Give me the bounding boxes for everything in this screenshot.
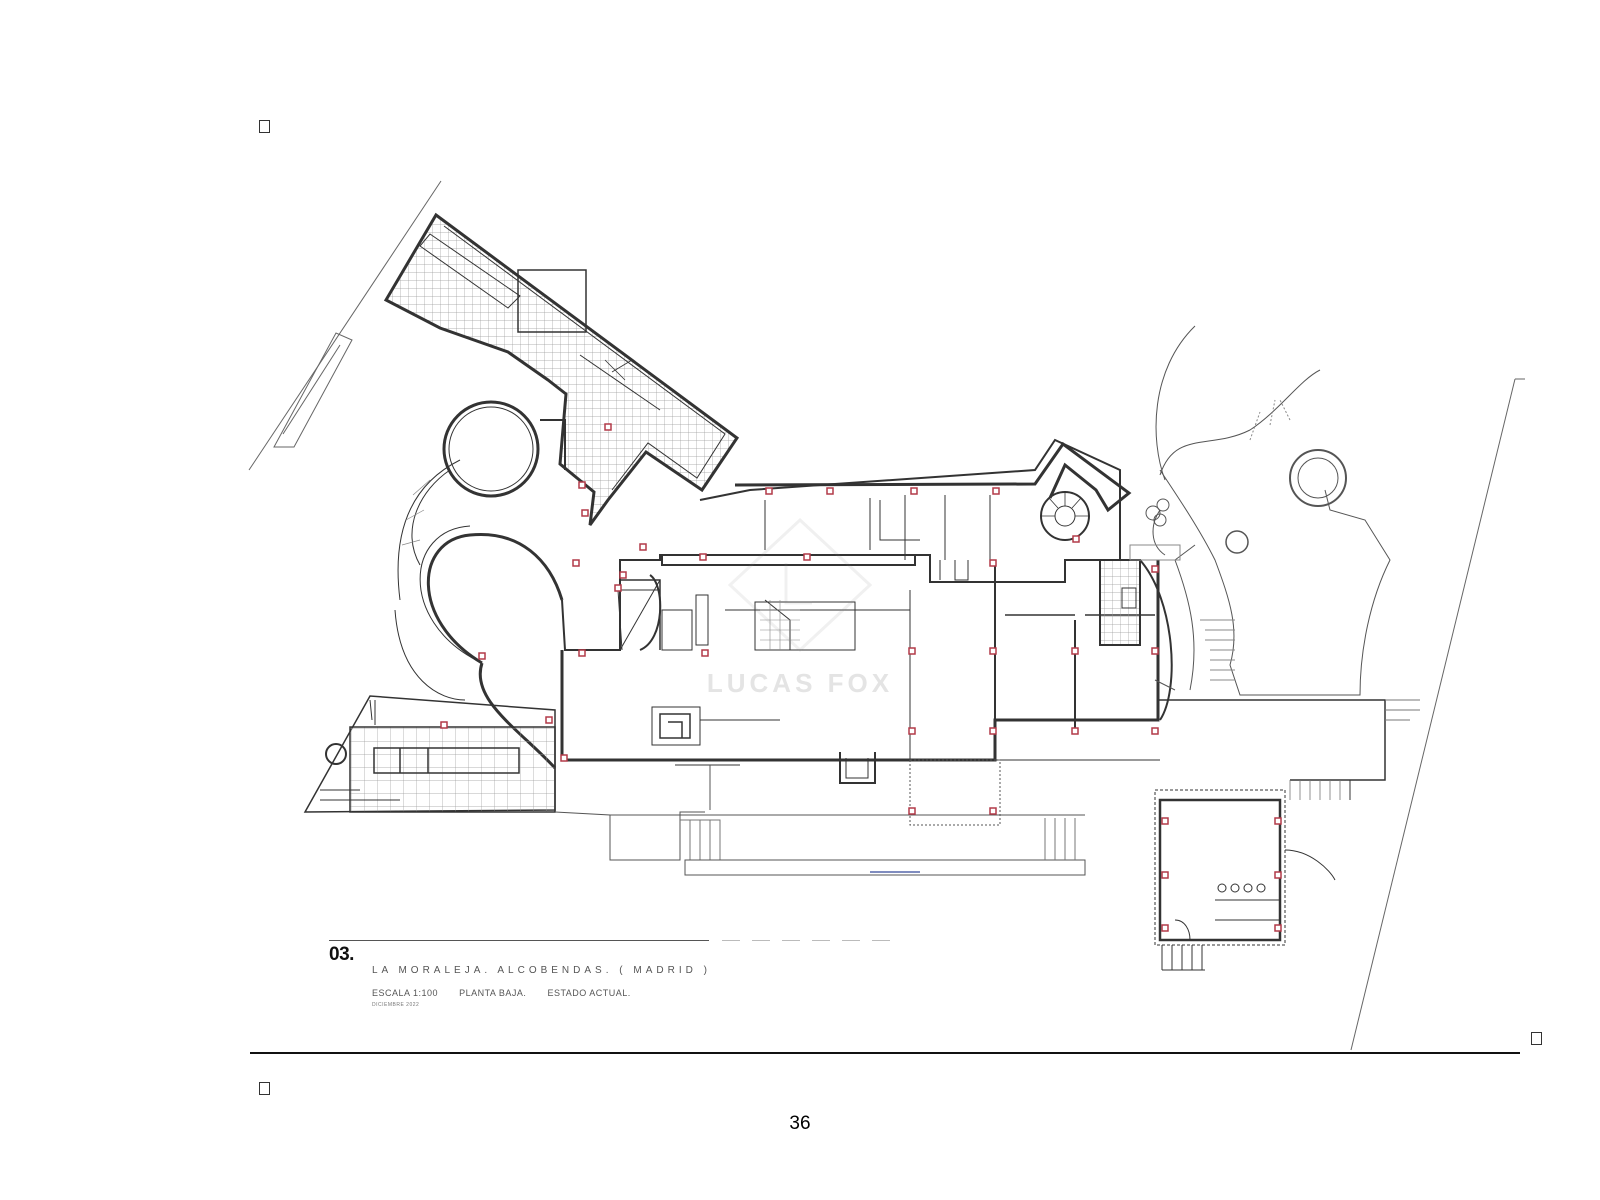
- title-rule-dash: [812, 940, 830, 941]
- main-house: [560, 438, 1160, 784]
- box-glyph-icon: [259, 120, 270, 133]
- bathroom-block: [1099, 559, 1173, 721]
- box-glyph-icon: [1531, 1032, 1542, 1045]
- date-text: DICIEMBRE 2022: [372, 1002, 420, 1008]
- title-rule-dash: [782, 940, 800, 941]
- pool-annex: [1154, 699, 1420, 971]
- title-rule-dash: [842, 940, 860, 941]
- column-markers: [440, 423, 1282, 932]
- scale-line: ESCALA 1:100 PLANTA BAJA. ESTADO ACTUAL.: [372, 988, 649, 998]
- box-glyph-icon: [259, 1082, 270, 1095]
- sheet-number: 03.: [329, 944, 354, 965]
- front-terrace: [303, 695, 556, 813]
- watermark-logo: [727, 517, 873, 653]
- floor-text: PLANTA BAJA.: [459, 988, 527, 998]
- state-text: ESTADO ACTUAL.: [547, 988, 631, 998]
- kitchen-wing: [383, 212, 740, 526]
- front-porch: [554, 759, 1086, 876]
- site-boundary: [248, 180, 1525, 1051]
- scale-text: ESCALA 1:100: [372, 988, 439, 998]
- garden: [1129, 325, 1391, 696]
- watermark: LUCAS FOX: [706, 668, 894, 698]
- title-rule-dash: [752, 940, 770, 941]
- title-rule-dash: [872, 940, 890, 941]
- project-title: LA MORALEJA. ALCOBENDAS. ( MADRID ): [372, 965, 711, 976]
- curved-gallery: [394, 459, 564, 770]
- spiral-stair: [1040, 491, 1090, 541]
- title-rule-dash: [722, 940, 740, 941]
- round-room: [442, 400, 566, 498]
- title-rule: [329, 940, 709, 941]
- bottom-rule: [250, 1052, 1520, 1054]
- page-number: 36: [789, 1113, 811, 1134]
